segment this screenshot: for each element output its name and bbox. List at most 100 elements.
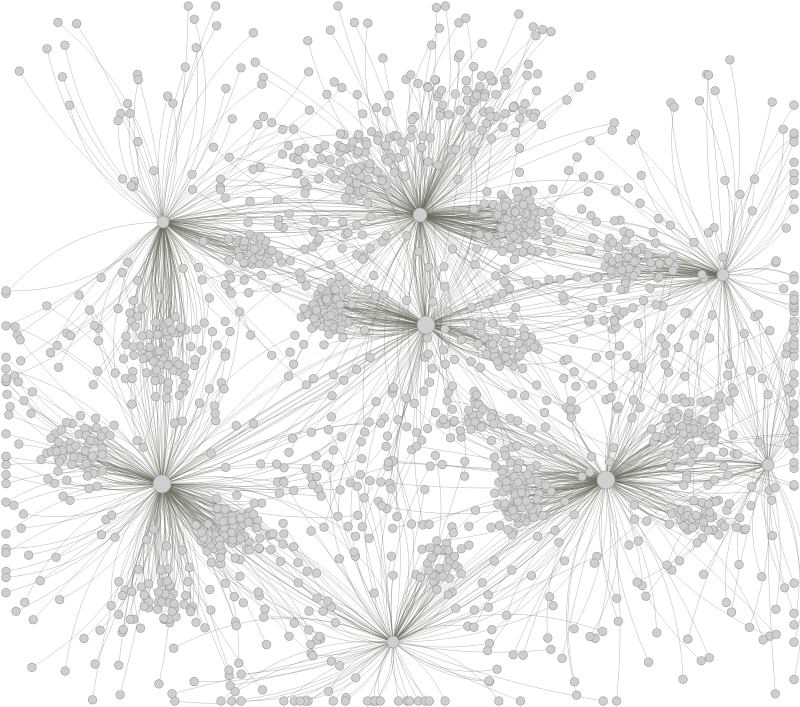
graph-node <box>671 394 681 404</box>
edge <box>162 186 308 223</box>
graph-node <box>162 393 172 403</box>
graph-node <box>417 544 427 554</box>
graph-node <box>167 325 177 335</box>
graph-node <box>520 391 530 401</box>
graph-node <box>598 295 608 305</box>
graph-node <box>626 135 636 145</box>
edge <box>292 324 427 439</box>
edge <box>331 641 394 662</box>
graph-node <box>532 380 542 390</box>
graph-node <box>307 158 318 168</box>
graph-node <box>484 676 494 686</box>
edge <box>491 417 607 481</box>
edge <box>546 479 607 639</box>
edge <box>161 388 210 485</box>
graph-node <box>550 525 560 536</box>
graph-node <box>189 676 199 687</box>
edge <box>194 641 394 682</box>
graph-node <box>432 584 442 595</box>
graph-node <box>507 242 517 253</box>
edge <box>392 560 565 643</box>
edge <box>419 214 516 308</box>
graph-node <box>449 551 460 561</box>
edge <box>148 483 163 608</box>
graph-node <box>515 351 525 361</box>
graph-node <box>694 96 705 106</box>
graph-node <box>353 510 363 521</box>
graph-node <box>469 204 479 214</box>
graph-node <box>424 696 435 706</box>
graph-node <box>114 609 124 620</box>
edge <box>57 22 164 223</box>
edge <box>722 180 795 276</box>
graph-node <box>456 544 467 554</box>
graph-node <box>1 479 11 489</box>
graph-node <box>105 430 115 440</box>
edge <box>419 214 505 332</box>
edge <box>634 464 769 506</box>
edge <box>415 22 460 216</box>
graph-node <box>501 610 512 620</box>
edge <box>419 73 538 216</box>
graph-node <box>55 595 65 605</box>
graph-node <box>348 137 358 147</box>
graph-node <box>651 300 661 310</box>
graph-node <box>244 545 254 555</box>
graph-node <box>308 480 318 490</box>
edge <box>133 79 164 223</box>
graph-node <box>597 626 608 637</box>
graph-node <box>449 416 459 426</box>
graph-node <box>724 359 734 369</box>
graph-node <box>179 371 189 381</box>
edge <box>605 479 713 517</box>
graph-node <box>218 516 228 527</box>
graph-node <box>359 493 369 503</box>
edge <box>419 117 534 216</box>
graph-node <box>431 2 442 13</box>
edge <box>605 442 714 481</box>
graph-node <box>491 293 501 303</box>
graph-node <box>216 696 226 706</box>
graph-node <box>125 614 135 625</box>
graph-node <box>92 481 102 491</box>
graph-node <box>245 196 255 206</box>
graph-node <box>653 214 664 224</box>
graph-node <box>569 624 579 634</box>
graph-node <box>224 234 234 244</box>
graph-node <box>531 31 541 41</box>
edge <box>213 147 421 219</box>
graph-node <box>151 317 161 327</box>
graph-node <box>663 449 673 459</box>
graph-node <box>352 481 362 491</box>
edge <box>118 483 163 582</box>
graph-node <box>483 602 494 612</box>
graph-node <box>1 352 11 362</box>
graph-node <box>517 364 528 374</box>
graph-node <box>507 505 518 515</box>
edge <box>162 221 181 371</box>
graph-node <box>335 299 345 310</box>
graph-node <box>295 268 305 278</box>
edge <box>288 214 421 377</box>
edge <box>161 422 381 485</box>
graph-node <box>424 566 434 576</box>
graph-node <box>309 313 319 324</box>
graph-node <box>154 679 164 689</box>
graph-node <box>329 77 339 87</box>
graph-node <box>393 696 404 706</box>
edge <box>419 123 487 216</box>
edge <box>767 464 800 680</box>
graph-node <box>236 696 246 706</box>
graph-node <box>559 373 569 384</box>
edge <box>425 138 492 326</box>
hub-link-edge <box>419 211 724 276</box>
edge <box>419 214 508 226</box>
hub-link-edge <box>161 324 427 485</box>
edge <box>420 147 427 326</box>
graph-node <box>362 139 372 149</box>
graph-node <box>710 86 720 96</box>
graph-node <box>753 309 764 319</box>
graph-node <box>789 351 799 362</box>
graph-node <box>469 61 479 72</box>
edge <box>699 100 730 276</box>
